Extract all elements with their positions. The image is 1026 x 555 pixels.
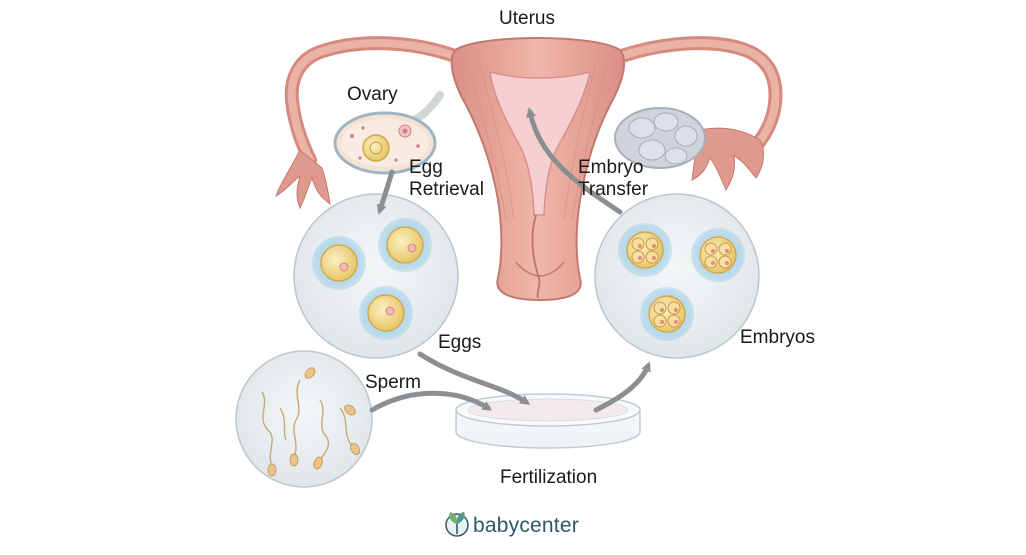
eggs-magnifier	[293, 193, 459, 359]
eggs-label: Eggs	[438, 332, 481, 353]
embryo-cell	[640, 287, 694, 341]
egg-cell	[312, 236, 366, 290]
fertilization-label: Fertilization	[500, 467, 597, 488]
embryo-cell	[691, 228, 745, 282]
dish-to-embryos-arrow	[593, 361, 651, 413]
petri-dish	[455, 393, 641, 449]
left-ovary	[333, 111, 437, 175]
reproductive-organs	[275, 36, 783, 302]
uterus-label: Uterus	[499, 8, 555, 29]
egg-cell	[378, 218, 432, 272]
sperm-magnifier	[235, 350, 373, 488]
sperm-label: Sperm	[365, 372, 421, 393]
right-ovary	[614, 107, 706, 169]
brand-logo: babycenter	[445, 512, 579, 537]
left-fimbriae	[275, 149, 331, 210]
sprout-leaf-icon	[445, 512, 469, 537]
eggs-to-dish-arrow	[417, 351, 531, 405]
sperm-to-dish-arrow	[369, 390, 493, 413]
egg-retrieval-label-line2: Retrieval	[409, 179, 484, 200]
embryo-transfer-label-line2: Transfer	[578, 179, 649, 200]
egg-cell	[359, 286, 413, 340]
sperm-cells	[261, 379, 353, 467]
process-arrows	[369, 107, 651, 413]
embryos-label: Embryos	[740, 327, 815, 348]
ovary-label: Ovary	[347, 84, 398, 105]
embryo-transfer-arrow	[526, 107, 623, 215]
brand-name: babycenter	[473, 514, 579, 537]
embryos-magnifier	[594, 193, 760, 359]
right-fimbriae	[691, 127, 764, 192]
embryo-cell	[618, 223, 672, 277]
egg-retrieval-arrow	[376, 169, 395, 215]
embryo-transfer-label-line1: Embryo	[578, 157, 643, 178]
egg-retrieval-label-line1: Egg	[409, 157, 443, 178]
